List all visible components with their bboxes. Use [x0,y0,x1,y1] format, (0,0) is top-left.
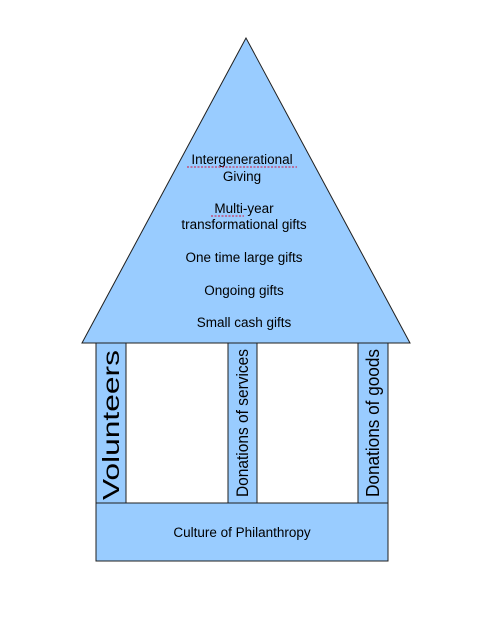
pillar-donations-of-services [227,342,258,504]
foundation-base [95,502,389,562]
roof-level-intergenerational-line-2: Giving [223,169,261,184]
pillar-label-donations-of-services: Donations of services [233,349,252,497]
pillar-label-volunteers: Volunteers [98,350,124,500]
roof-level-one-time-large-gifts: One time large gifts [185,250,302,265]
roof-level-small-cash-gifts: Small cash gifts [197,315,292,330]
pillar-volunteers [95,342,127,504]
pillar-donations-of-goods [357,342,389,504]
roof-level-ongoing-gifts: Ongoing gifts [204,283,284,298]
roof-level-multi-year-line-2: transformational gifts [181,217,307,232]
roof-level-multi-year-line-1: Multi-year [214,201,274,216]
roof-levels: Intergenerational Giving Multi-year tran… [181,152,307,330]
foundation-label: Culture of Philanthropy [173,525,311,540]
pillar-label-donations-of-goods: Donations of goods [363,349,383,497]
roof-level-intergenerational-line-1: Intergenerational [191,152,292,167]
